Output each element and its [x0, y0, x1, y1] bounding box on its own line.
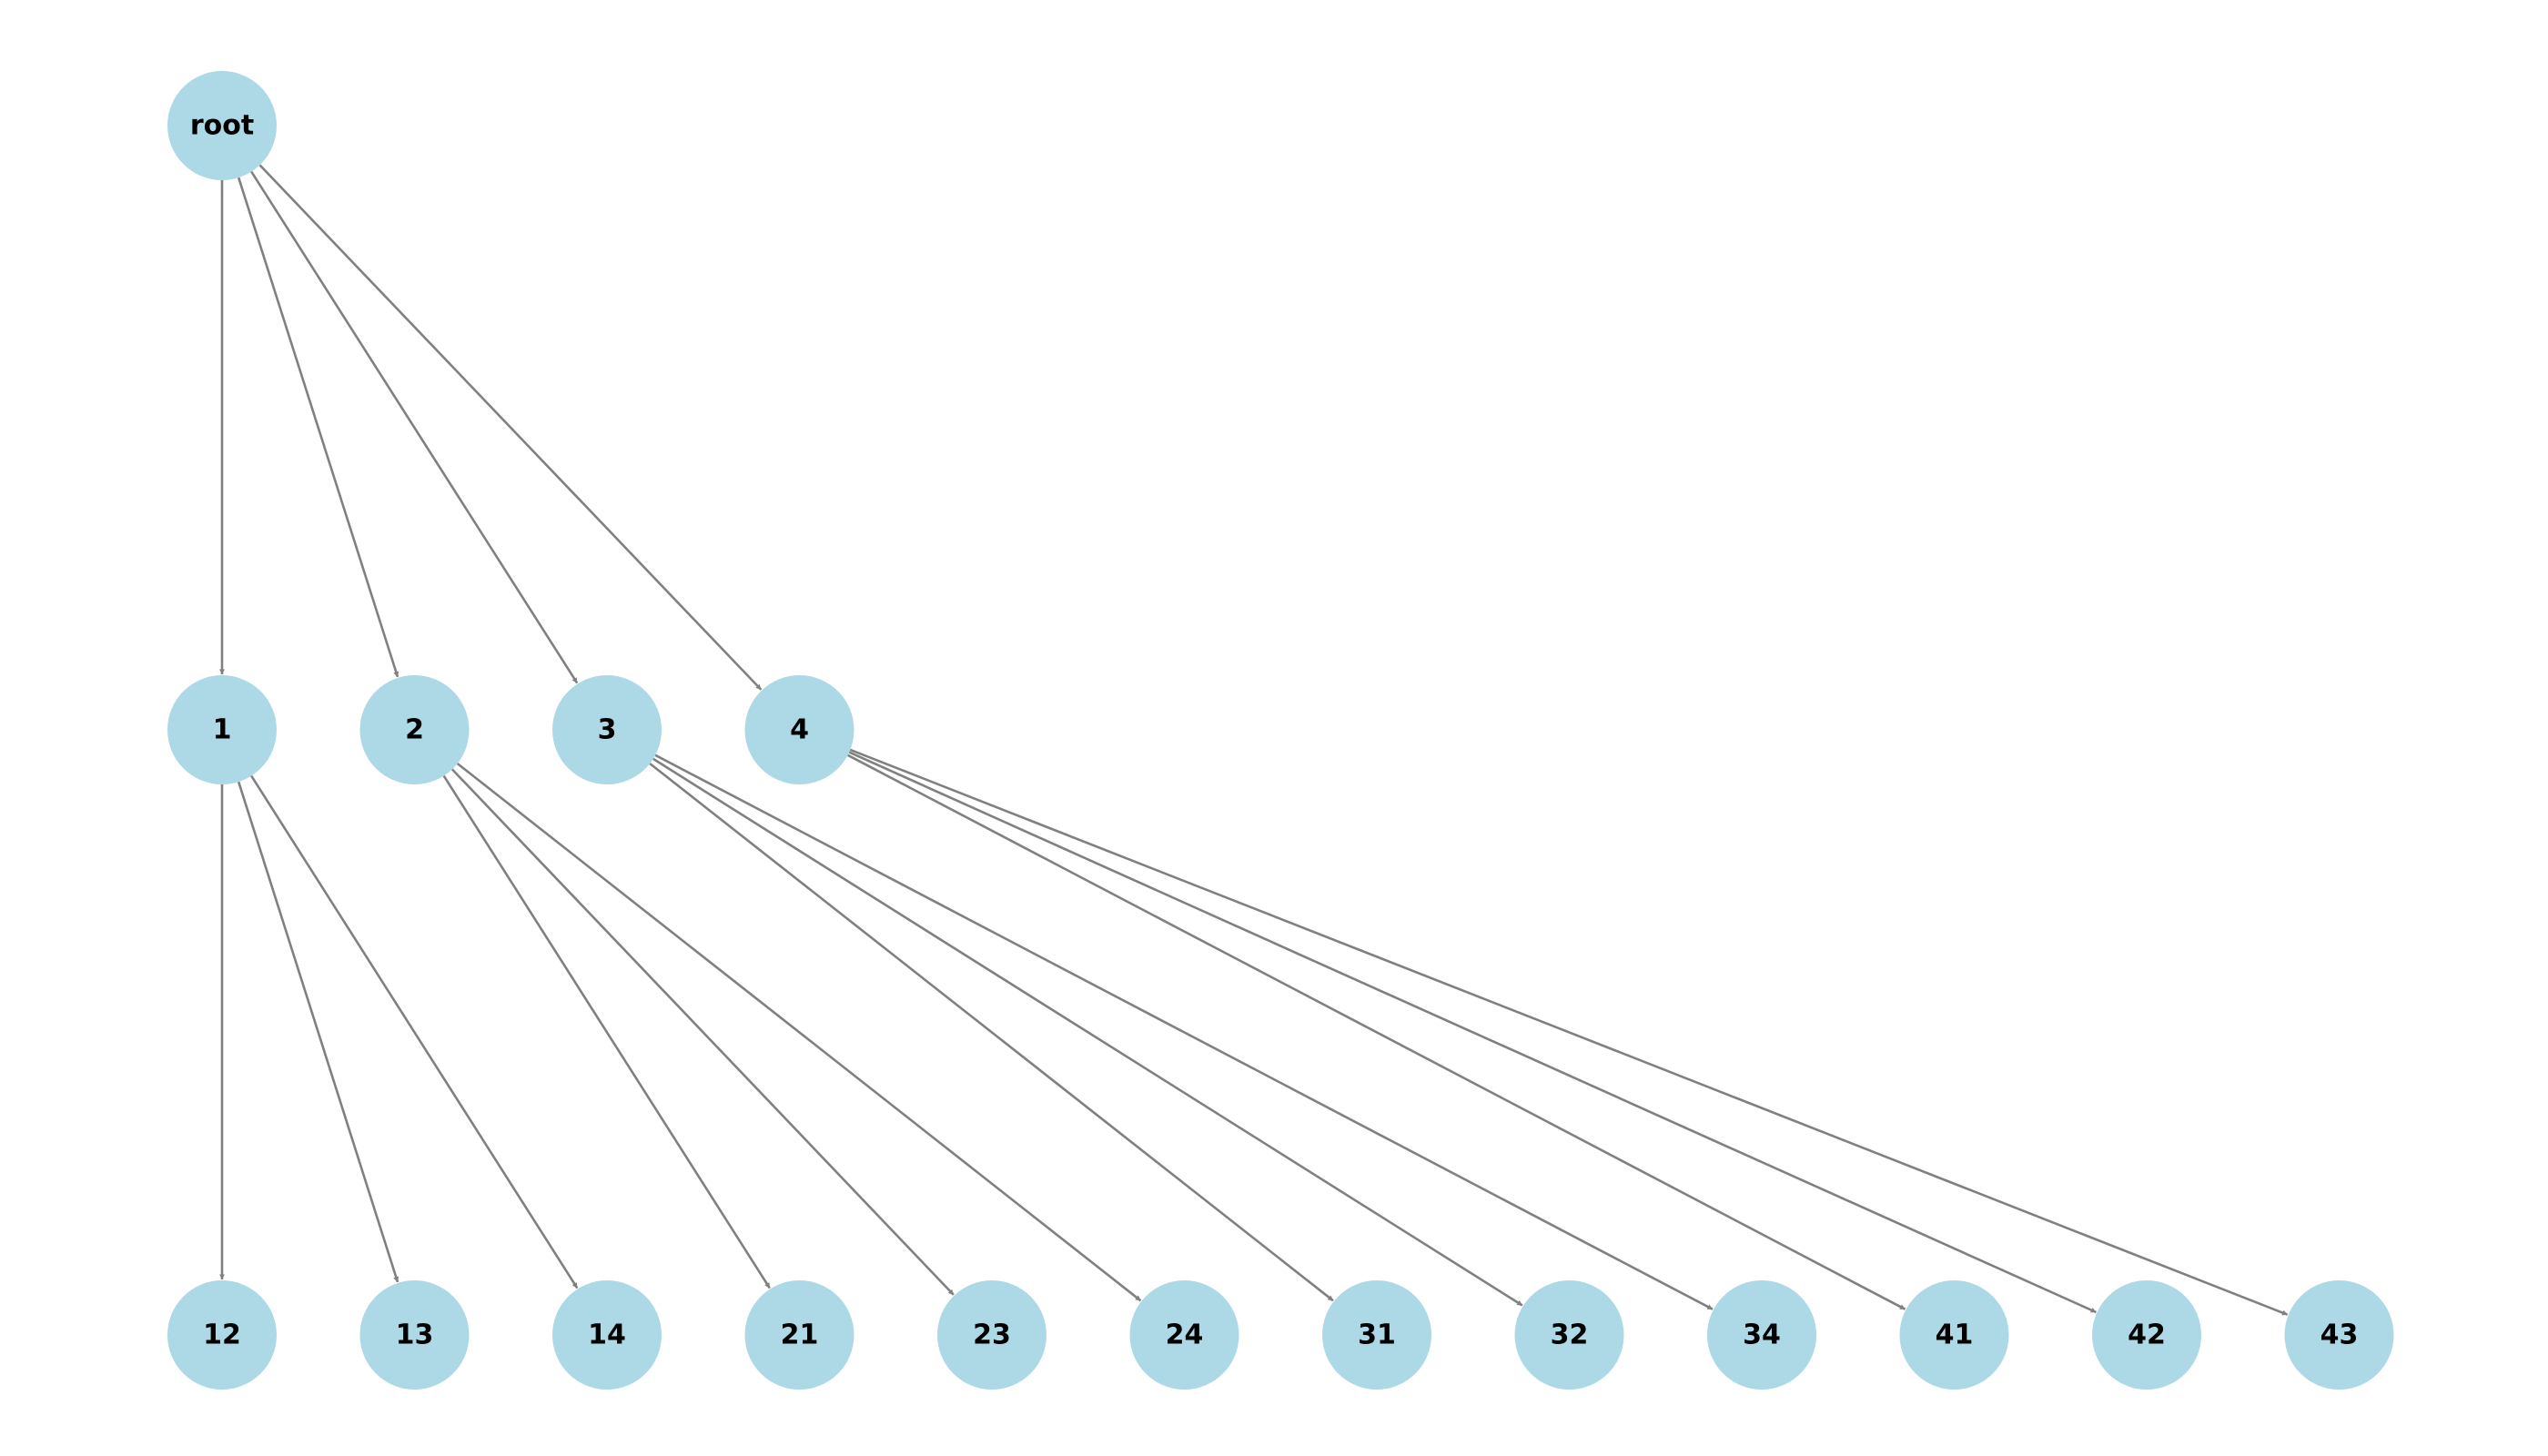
node-13: 13 [359, 1280, 470, 1390]
node-42: 42 [2092, 1280, 2201, 1390]
edge-root-to-3 [250, 170, 579, 684]
node-circle-14 [552, 1280, 662, 1390]
node-label-root: root [190, 110, 254, 142]
edge-2-to-24 [456, 763, 1142, 1302]
edge-3-to-31 [649, 763, 1334, 1302]
node-23: 23 [937, 1280, 1046, 1390]
node-label-1: 1 [213, 714, 232, 746]
edge-2-to-23 [450, 768, 955, 1296]
node-circle-1 [167, 675, 277, 784]
node-label-2: 2 [405, 714, 424, 746]
node-4: 4 [744, 675, 854, 784]
node-label-23: 23 [973, 1320, 1011, 1351]
node-circle-2 [359, 675, 470, 784]
node-label-42: 42 [2128, 1320, 2166, 1351]
node-circle-34 [1707, 1280, 1816, 1390]
edge-4-to-41 [846, 753, 1906, 1310]
edge-1-to-14 [250, 774, 579, 1289]
node-label-14: 14 [588, 1320, 626, 1351]
node-circle-31 [1322, 1280, 1431, 1390]
node-41: 41 [1899, 1280, 2009, 1390]
node-circle-13 [359, 1280, 470, 1390]
node-circle-23 [937, 1280, 1046, 1390]
node-label-12: 12 [203, 1320, 241, 1351]
edge-3-to-32 [652, 757, 1523, 1307]
node-label-13: 13 [396, 1320, 434, 1351]
node-circle-42 [2092, 1280, 2201, 1390]
node-24: 24 [1129, 1280, 1239, 1390]
node-root: root [167, 71, 277, 180]
edge-root-to-2 [237, 177, 399, 678]
node-31: 31 [1322, 1280, 1431, 1390]
node-21: 21 [744, 1280, 854, 1390]
node-circle-24 [1129, 1280, 1239, 1390]
node-label-4: 4 [790, 714, 809, 746]
node-32: 32 [1514, 1280, 1624, 1390]
node-label-31: 31 [1358, 1320, 1396, 1351]
node-43: 43 [2284, 1280, 2394, 1390]
node-label-41: 41 [1936, 1320, 1974, 1351]
node-circle-3 [552, 675, 662, 784]
node-label-43: 43 [2320, 1320, 2359, 1351]
node-circle-32 [1514, 1280, 1624, 1390]
edge-3-to-34 [654, 753, 1714, 1310]
node-circle-41 [1899, 1280, 2009, 1390]
edge-root-to-4 [258, 164, 763, 691]
node-34: 34 [1707, 1280, 1816, 1390]
node-circle-4 [744, 675, 854, 784]
node-circle-21 [744, 1280, 854, 1390]
edge-1-to-13 [237, 781, 399, 1283]
node-3: 3 [552, 675, 662, 784]
node-2: 2 [359, 675, 470, 784]
node-1: 1 [167, 675, 277, 784]
node-circle-43 [2284, 1280, 2394, 1390]
node-12: 12 [167, 1280, 277, 1390]
node-label-21: 21 [781, 1320, 819, 1351]
node-label-24: 24 [1166, 1320, 1204, 1351]
edge-2-to-21 [442, 774, 771, 1289]
edge-4-to-43 [849, 748, 2289, 1316]
node-14: 14 [552, 1280, 662, 1390]
edges-layer [219, 164, 2289, 1316]
node-circle-root [167, 71, 277, 180]
node-label-34: 34 [1743, 1320, 1781, 1351]
node-label-32: 32 [1551, 1320, 1589, 1351]
node-label-3: 3 [598, 714, 617, 746]
node-circle-12 [167, 1280, 277, 1390]
edge-4-to-42 [848, 751, 2097, 1314]
